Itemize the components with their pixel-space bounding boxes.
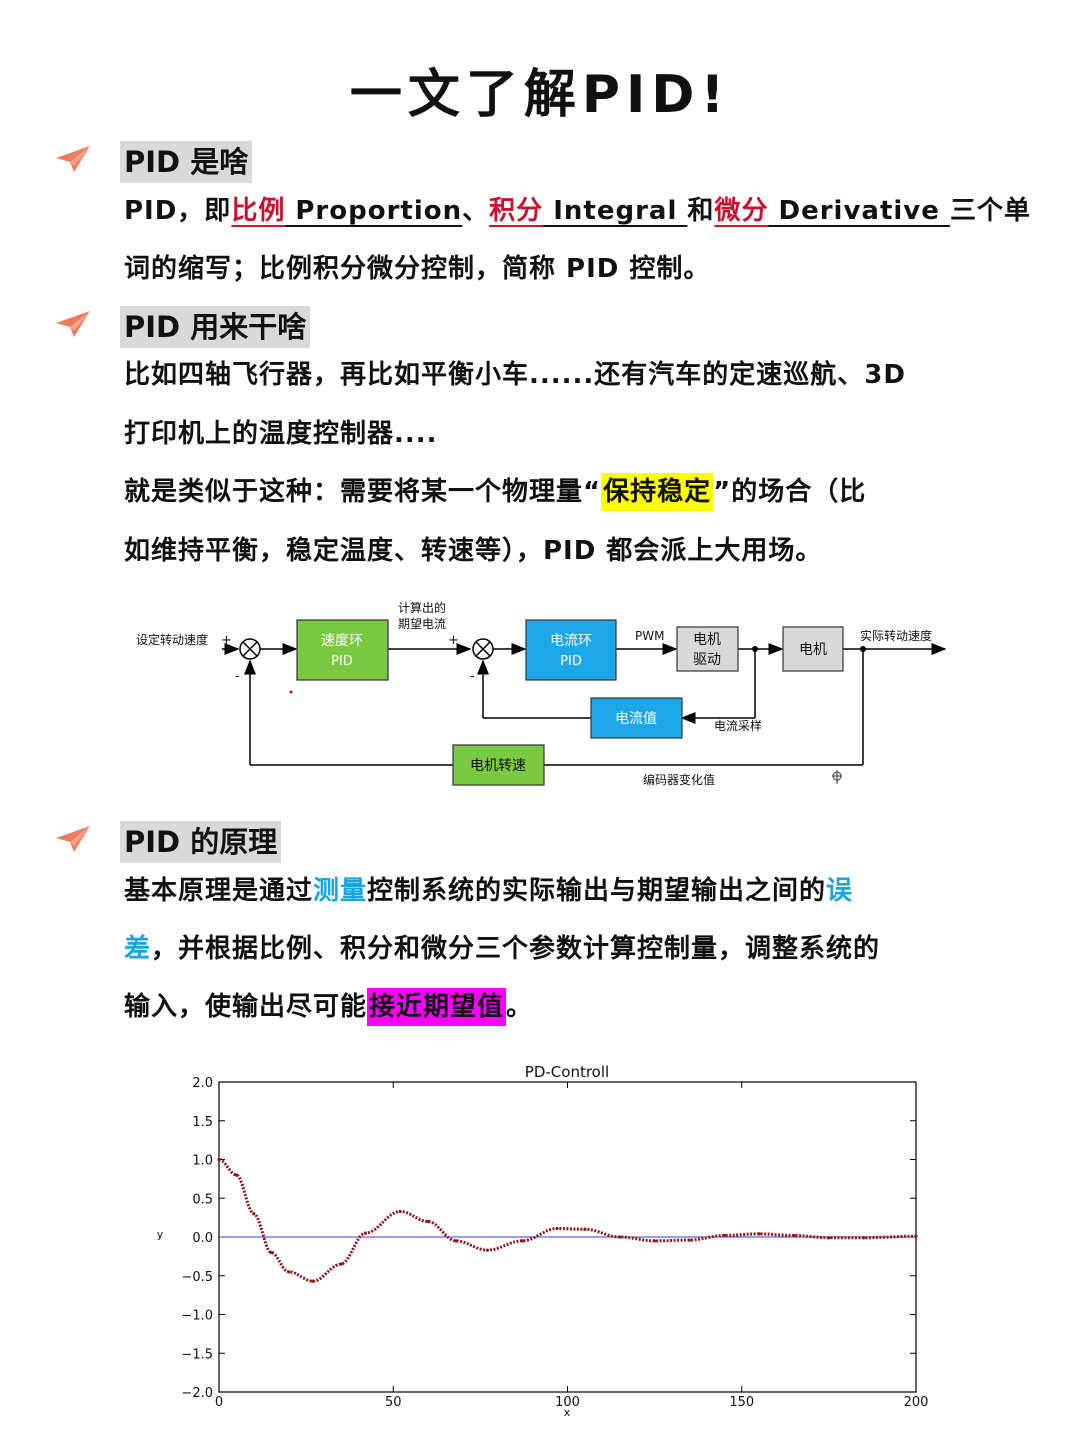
encoder-icon (832, 770, 842, 784)
current-plus: + (448, 633, 459, 648)
section-principle-line-1: 基本原理是通过测量控制系统的实际输出与期望输出之间的误 (124, 876, 854, 906)
y-tick-label: 1.5 (192, 1115, 213, 1130)
expect-current-label-1: 计算出的 (398, 600, 446, 615)
data-point (311, 1279, 315, 1283)
data-point (269, 1250, 273, 1255)
y-tick-label: −1.0 (181, 1309, 213, 1324)
data-point (827, 1236, 831, 1240)
input-minus: - (235, 669, 240, 684)
input-plus: + (221, 633, 232, 648)
chart-title: PD-Controll (525, 1063, 609, 1081)
section-use-line-3: 就是类似于这种：需要将某一个物理量“保持稳定”的场合（比 (124, 463, 1014, 521)
data-point (792, 1233, 796, 1238)
motor-label: 电机 (799, 642, 827, 658)
section-use-line-4: 如维持平衡，稳定温度、转速等），PID 都会派上大用场。 (124, 536, 823, 566)
data-point (485, 1248, 489, 1252)
driver-label-2: 驱动 (693, 652, 721, 668)
data-point (426, 1219, 430, 1224)
speed-pid-label-2: PID (331, 654, 353, 669)
current-pid-block (525, 619, 617, 681)
paper-plane-icon (56, 146, 90, 172)
section-what-line-2: 词的缩写；比例积分微分控制，简称 PID 控制。 (124, 254, 711, 284)
pid-block-diagram: 速度环 PID 电流环 PID 电机 驱动 电机 电流值 电机转速 设定转动速度… (136, 600, 947, 787)
data-point (234, 1173, 239, 1177)
data-point (653, 1239, 657, 1243)
page-title: 一文了解PID! (349, 65, 731, 125)
y-tick-label: 0.0 (192, 1231, 213, 1246)
data-point (363, 1231, 367, 1235)
response-series-line (218, 1158, 916, 1283)
data-point (914, 1234, 918, 1238)
section-principle-line-3: 输入，使输出尽可能接近期望值。 (124, 978, 1014, 1036)
x-tick-label: 150 (729, 1395, 754, 1410)
data-point (252, 1212, 256, 1216)
motor-block (782, 626, 844, 672)
section-heading-use: PID 用来干啥 (120, 306, 311, 348)
section-principle-line-2: 差，并根据比例、积分和微分三个参数计算控制量，调整系统的 (124, 934, 881, 964)
paper-plane-icon (56, 311, 90, 337)
speed-pid-label-1: 速度环 (321, 633, 363, 649)
current-minus: - (470, 669, 475, 684)
data-point (757, 1232, 761, 1236)
pwm-label: PWM (635, 629, 664, 643)
data-point (287, 1270, 291, 1274)
data-point (339, 1262, 343, 1266)
y-tick-label: −1.5 (181, 1347, 213, 1362)
data-point (618, 1235, 622, 1239)
data-point (454, 1239, 458, 1243)
motor-speed-label: 电机转速 (470, 758, 526, 774)
x-tick-label: 0 (215, 1395, 223, 1410)
x-tick-label: 50 (385, 1395, 402, 1410)
y-tick-label: 1.0 (192, 1154, 213, 1169)
data-point (217, 1157, 221, 1162)
output-label: 实际转动速度 (860, 628, 932, 643)
y-tick-label: −2.0 (181, 1386, 213, 1401)
current-pid-label-2: PID (560, 654, 582, 669)
driver-label-1: 电机 (693, 632, 721, 648)
current-sample-label: 电流采样 (714, 718, 762, 733)
data-point (862, 1236, 866, 1240)
motor-driver-block (676, 626, 739, 672)
expect-current-label-2: 期望电流 (398, 617, 446, 631)
current-pid-label-1: 电流环 (550, 633, 592, 649)
data-point (555, 1226, 559, 1231)
x-tick-label: 200 (904, 1395, 929, 1410)
motor-speed-block (452, 744, 545, 786)
data-point (520, 1239, 524, 1243)
data-point (398, 1209, 402, 1214)
input-label: 设定转动速度 (136, 632, 208, 647)
section-heading-what: PID 是啥 (120, 141, 253, 183)
data-point (583, 1227, 587, 1231)
pd-control-chart: PD-Controll y x 2.0 1.5 1.0 0.5 0.0 −0.5 −1.0 −… (157, 1063, 929, 1419)
current-value-block (590, 697, 683, 739)
x-tick-label: 100 (555, 1395, 580, 1410)
y-tick-label: −0.5 (181, 1270, 213, 1285)
paper-plane-icon (56, 826, 90, 852)
current-value-label: 电流值 (615, 711, 657, 727)
y-axis-label: y (157, 1228, 164, 1241)
encoder-label: 编码器变化值 (643, 772, 715, 787)
section-what-line-1: PID，即比例 Proportion、积分 Integral 和微分 Deriv… (124, 196, 1031, 226)
section-use-line-1: 比如四轴飞行器，再比如平衡小车......还有汽车的定速巡航、3D (124, 360, 906, 390)
x-axis-label: x (564, 1406, 571, 1419)
section-heading-principle: PID 的原理 (120, 821, 282, 863)
data-point (687, 1238, 692, 1242)
data-point (722, 1233, 726, 1238)
y-tick-label: 0.5 (192, 1192, 213, 1207)
y-tick-label: 2.0 (192, 1076, 213, 1091)
section-use-line-2: 打印机上的温度控制器.... (124, 419, 438, 449)
speed-pid-block (296, 619, 389, 681)
